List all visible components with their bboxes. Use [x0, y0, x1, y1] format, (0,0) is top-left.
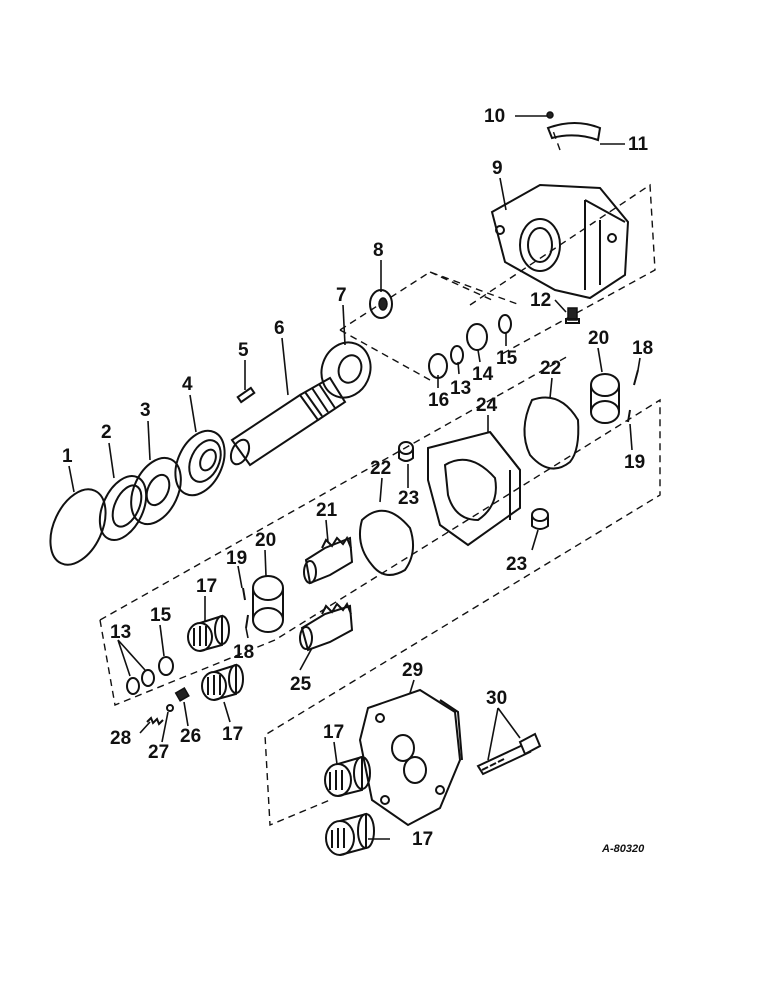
callout-17-a: 17 — [196, 576, 217, 597]
part-17-needle-bearing-a — [187, 614, 230, 652]
callout-26: 26 — [180, 726, 201, 747]
callout-15-lower: 15 — [150, 605, 172, 626]
callout-4: 4 — [182, 374, 193, 395]
part-20-bushing-upper — [590, 373, 620, 424]
callout-22-upper: 22 — [540, 358, 561, 379]
callout-30: 30 — [486, 688, 507, 709]
callout-28: 28 — [110, 728, 131, 749]
callout-13-lower: 13 — [110, 622, 131, 643]
part-9-front-housing — [490, 183, 630, 300]
part-17-needle-bearing-b — [201, 663, 244, 701]
part-23-dowel-upper — [398, 441, 414, 462]
callout-11: 11 — [628, 134, 649, 155]
callout-29: 29 — [402, 660, 423, 681]
callout-16: 16 — [428, 390, 449, 411]
part-20-bushing-lower — [252, 575, 284, 633]
callout-9: 9 — [492, 158, 503, 179]
part-15-ring — [498, 314, 512, 334]
callout-22-lower: 22 — [370, 458, 391, 479]
part-8-bearing — [369, 289, 393, 319]
callout-17-b: 17 — [222, 724, 243, 745]
part-23-dowel-lower — [531, 508, 549, 530]
callout-20-lower: 20 — [255, 530, 276, 551]
part-18-pin-lower — [245, 614, 249, 629]
part-28-spring — [146, 716, 164, 726]
part-19-pin — [627, 409, 631, 423]
callout-21: 21 — [316, 500, 338, 521]
callout-10: 10 — [484, 106, 505, 127]
callout-20-upper: 20 — [588, 328, 609, 349]
part-18-pin — [633, 369, 639, 386]
part-13-ring-lower-a — [126, 677, 140, 695]
part-25-driven-gear — [299, 601, 354, 652]
part-3-retainer — [130, 456, 182, 526]
callout-3: 3 — [140, 400, 151, 421]
callout-8: 8 — [373, 240, 384, 261]
callout-labels: 1 2 3 4 5 6 7 8 9 10 11 12 13 13 14 15 1… — [62, 106, 653, 850]
part-21-drive-gear — [303, 535, 354, 585]
part-7-housing-ring — [320, 341, 372, 399]
callout-17-d: 17 — [412, 829, 433, 850]
callout-13-upper: 13 — [450, 378, 471, 399]
part-17-needle-bearing-d — [325, 812, 375, 856]
part-14-seal — [466, 323, 488, 351]
leader-lines — [68, 115, 641, 840]
part-13-ring — [450, 345, 464, 365]
part-5-key — [236, 386, 256, 404]
part-17-needle-bearing-c — [324, 755, 371, 797]
part-16-ring — [428, 353, 448, 379]
part-29-back-cover — [358, 688, 463, 827]
part-1-snap-ring — [49, 488, 107, 566]
part-26-plug — [174, 687, 190, 702]
part-12-fitting — [565, 307, 580, 324]
part-19-pin-lower — [242, 587, 246, 601]
part-10-pin — [546, 111, 554, 119]
reference-code: A-80320 — [601, 843, 645, 855]
callout-7: 7 — [336, 285, 347, 306]
callout-1: 1 — [62, 446, 73, 467]
part-13-ring-lower-b — [141, 669, 155, 687]
callout-27: 27 — [148, 742, 169, 763]
part-22-gasket-lower — [359, 509, 415, 576]
part-30-bolts — [476, 732, 542, 776]
part-27-ball — [166, 704, 174, 712]
callout-14: 14 — [472, 364, 494, 385]
part-11-plate — [546, 122, 602, 142]
callout-19-upper: 19 — [624, 452, 645, 473]
callout-6: 6 — [274, 318, 285, 339]
part-4-ball-bearing — [174, 429, 226, 497]
callout-18-upper: 18 — [632, 338, 653, 359]
parts — [49, 111, 639, 856]
part-24-gear-housing — [427, 430, 521, 547]
part-6-drive-shaft — [229, 376, 347, 467]
callout-18-lower: 18 — [233, 642, 254, 663]
part-22-gasket-upper — [523, 396, 580, 470]
callout-25: 25 — [290, 674, 312, 695]
callout-24: 24 — [476, 395, 498, 416]
callout-23-upper: 23 — [398, 488, 419, 509]
callout-19-lower: 19 — [226, 548, 247, 569]
callout-15-upper: 15 — [496, 348, 518, 369]
callout-5: 5 — [238, 340, 249, 361]
callout-2: 2 — [101, 422, 112, 443]
callout-17-c: 17 — [323, 722, 344, 743]
part-15-ring-lower — [158, 656, 174, 676]
callout-23-lower: 23 — [506, 554, 527, 575]
callout-12: 12 — [530, 290, 551, 311]
